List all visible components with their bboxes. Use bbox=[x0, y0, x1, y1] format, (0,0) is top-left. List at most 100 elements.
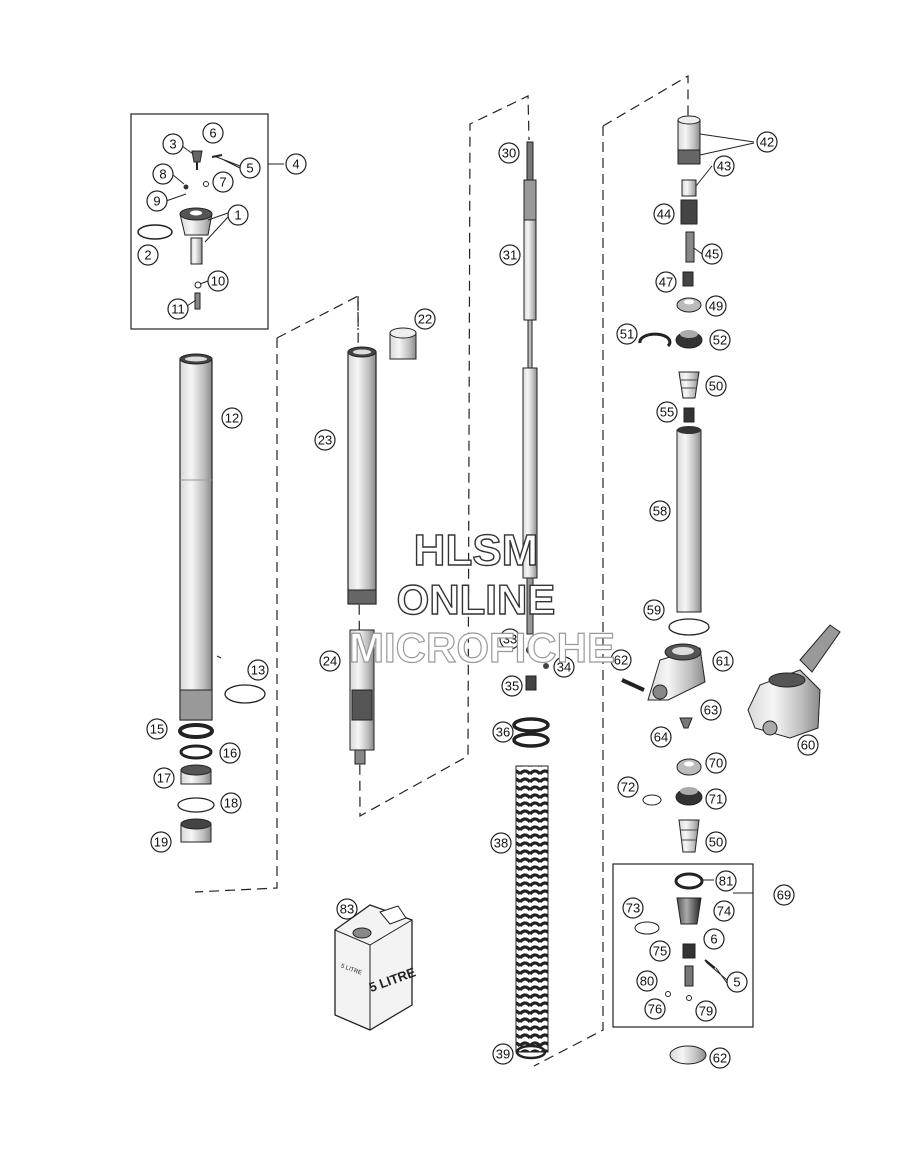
callout-circle bbox=[220, 792, 242, 814]
dashed-guides bbox=[194, 74, 689, 1067]
callout-circle bbox=[219, 742, 241, 764]
callout-number: 35 bbox=[505, 679, 519, 694]
callout-number: 51 bbox=[620, 327, 634, 342]
callout-circle bbox=[492, 721, 514, 743]
callout-number: 3 bbox=[169, 137, 176, 152]
callout-3: 3 bbox=[162, 133, 184, 155]
callout-5a: 5 bbox=[239, 157, 261, 179]
callout-6b: 6 bbox=[703, 928, 725, 950]
callout-number: 55 bbox=[660, 405, 674, 420]
callout-circle bbox=[713, 155, 735, 177]
callout-number: 22 bbox=[418, 312, 432, 327]
callout-circle bbox=[649, 500, 671, 522]
damper-rod bbox=[522, 141, 549, 691]
callout-number: 23 bbox=[318, 433, 332, 448]
callout-circle bbox=[146, 718, 168, 740]
callout-circle bbox=[713, 900, 735, 922]
callout-circle bbox=[726, 971, 748, 993]
callout-number: 9 bbox=[153, 194, 160, 209]
callout-62a: 62 bbox=[610, 649, 632, 671]
callout-number: 43 bbox=[717, 159, 731, 174]
callout-circle bbox=[636, 970, 658, 992]
callout-circle bbox=[490, 832, 512, 854]
callout-number: 59 bbox=[647, 603, 661, 618]
callout-80: 80 bbox=[636, 970, 658, 992]
callout-number: 33 bbox=[503, 632, 517, 647]
callout-circle bbox=[610, 649, 632, 671]
callout-circle bbox=[655, 271, 677, 293]
callout-circle bbox=[709, 1047, 731, 1069]
callout-circle bbox=[152, 163, 174, 185]
callout-number: 15 bbox=[150, 722, 164, 737]
callout-number: 8 bbox=[159, 167, 166, 182]
callout-38: 38 bbox=[490, 832, 512, 854]
inner-tube-23 bbox=[347, 346, 377, 605]
callout-number: 61 bbox=[716, 654, 730, 669]
fork-foot-61 bbox=[621, 643, 706, 729]
callout-number: 52 bbox=[713, 333, 727, 348]
callout-circle bbox=[703, 928, 725, 950]
spring-38 bbox=[515, 765, 549, 1053]
callout-19: 19 bbox=[150, 831, 172, 853]
callout-47: 47 bbox=[655, 271, 677, 293]
callout-34: 34 bbox=[553, 656, 575, 678]
callout-circle bbox=[499, 244, 521, 266]
callout-circle bbox=[695, 1000, 717, 1022]
callout-number: 58 bbox=[653, 504, 667, 519]
callout-number: 12 bbox=[225, 411, 239, 426]
callout-circle bbox=[501, 675, 523, 697]
callout-circle bbox=[492, 1043, 514, 1065]
callout-52: 52 bbox=[709, 329, 731, 351]
callout-83: 83 bbox=[336, 898, 358, 920]
callout-number: 1 bbox=[234, 208, 241, 223]
callout-circle bbox=[285, 153, 307, 175]
callout-49: 49 bbox=[705, 295, 727, 317]
watermark-line-2: ONLINE bbox=[397, 576, 556, 623]
callout-10: 10 bbox=[207, 270, 229, 292]
callout-circle bbox=[499, 628, 521, 650]
callout-69: 69 bbox=[773, 884, 795, 906]
callout-13: 13 bbox=[247, 659, 269, 681]
callout-circle bbox=[414, 308, 436, 330]
callout-75: 75 bbox=[649, 940, 671, 962]
callout-circle bbox=[709, 329, 731, 351]
watermark-line-1: HLSM bbox=[414, 526, 539, 575]
callout-number: 64 bbox=[654, 730, 668, 745]
watermark-line-3: MICROFICHE bbox=[349, 624, 615, 671]
callout-number: 63 bbox=[704, 703, 718, 718]
callout-number: 13 bbox=[251, 663, 265, 678]
callout-31: 31 bbox=[499, 244, 521, 266]
callout-45: 45 bbox=[701, 243, 723, 265]
callout-circle bbox=[643, 599, 665, 621]
callout-number: 71 bbox=[709, 792, 723, 807]
callout-70: 70 bbox=[705, 752, 727, 774]
callout-circle bbox=[227, 204, 249, 226]
callout-circle bbox=[705, 375, 727, 397]
callout-60: 60 bbox=[797, 734, 819, 756]
callout-circle bbox=[314, 429, 336, 451]
spring-seat-36 bbox=[512, 717, 550, 748]
callout-circle bbox=[616, 323, 638, 345]
callout-35: 35 bbox=[501, 675, 523, 697]
callout-number: 10 bbox=[211, 274, 225, 289]
callout-number: 18 bbox=[224, 796, 238, 811]
callout-number: 72 bbox=[621, 780, 635, 795]
callout-62b: 62 bbox=[709, 1047, 731, 1069]
callout-circle bbox=[705, 788, 727, 810]
callout-number: 47 bbox=[659, 275, 673, 290]
callout-circle bbox=[715, 870, 737, 892]
callout-1: 1 bbox=[227, 204, 249, 226]
oil-can-83: 5 LITRE 5 LITRE bbox=[334, 904, 418, 1031]
callout-circle bbox=[150, 831, 172, 853]
callout-17: 17 bbox=[153, 767, 175, 789]
lower-valve-parts bbox=[642, 758, 703, 853]
callout-81: 81 bbox=[715, 870, 737, 892]
callout-number: 44 bbox=[657, 207, 671, 222]
watermark: HLSM ONLINE MICROFICHE bbox=[348, 525, 615, 671]
callout-number: 31 bbox=[503, 248, 517, 263]
callout-number: 30 bbox=[502, 146, 516, 161]
callout-circle bbox=[656, 401, 678, 423]
callout-number: 60 bbox=[801, 738, 815, 753]
